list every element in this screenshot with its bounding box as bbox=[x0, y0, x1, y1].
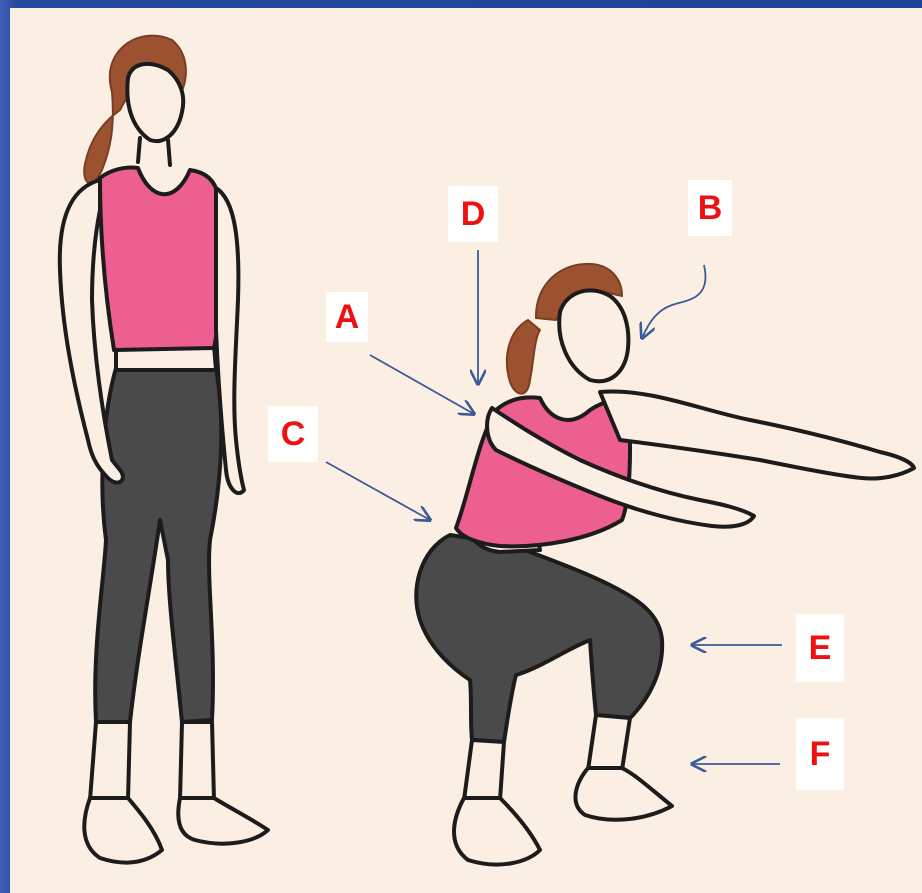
arrow-b bbox=[642, 265, 705, 338]
squat-head bbox=[559, 290, 628, 381]
label-c: C bbox=[268, 406, 318, 462]
standing-head bbox=[127, 64, 183, 141]
label-a: A bbox=[326, 292, 368, 342]
squat-right-shoe bbox=[575, 768, 672, 820]
standing-figure bbox=[60, 36, 268, 863]
label-e: E bbox=[796, 614, 844, 682]
squat-back-arm bbox=[600, 392, 914, 479]
standing-right-shoe bbox=[178, 798, 268, 844]
arrow-a bbox=[370, 355, 474, 414]
arrow-c bbox=[326, 462, 430, 520]
label-d: D bbox=[448, 186, 498, 242]
label-f: F bbox=[796, 718, 844, 790]
standing-leggings bbox=[95, 368, 221, 722]
standing-top bbox=[100, 167, 222, 350]
standing-left-shoe bbox=[84, 798, 162, 863]
squat-ponytail bbox=[507, 320, 540, 394]
squat-left-shoe bbox=[454, 798, 540, 865]
squat-leggings bbox=[416, 535, 662, 742]
label-b: B bbox=[688, 180, 732, 236]
